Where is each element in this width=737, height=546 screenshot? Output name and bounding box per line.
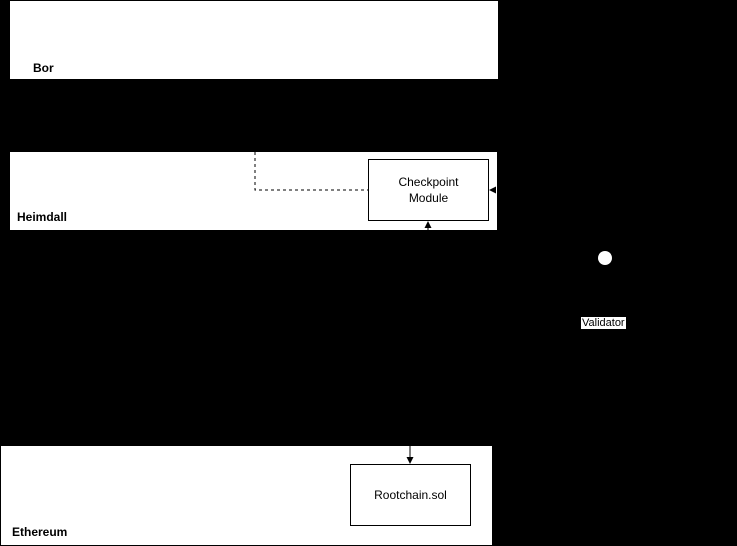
validator-label: Validator — [581, 317, 626, 329]
arrow-into-checkpoint — [489, 186, 496, 194]
arrow-into-rootchain — [406, 457, 414, 464]
heimdall-label: Heimdall — [17, 210, 68, 224]
arrow-up-checkpoint — [424, 221, 432, 228]
rootchain-contract: Rootchain.sol — [350, 464, 471, 526]
bor-label: Bor — [33, 61, 54, 75]
checkpoint-module: Checkpoint Module — [368, 159, 489, 221]
bor-layer: Bor — [9, 0, 499, 80]
ethereum-label: Ethereum — [12, 525, 68, 539]
validator-actor-icon — [598, 251, 612, 265]
dashed-connector — [254, 152, 368, 191]
